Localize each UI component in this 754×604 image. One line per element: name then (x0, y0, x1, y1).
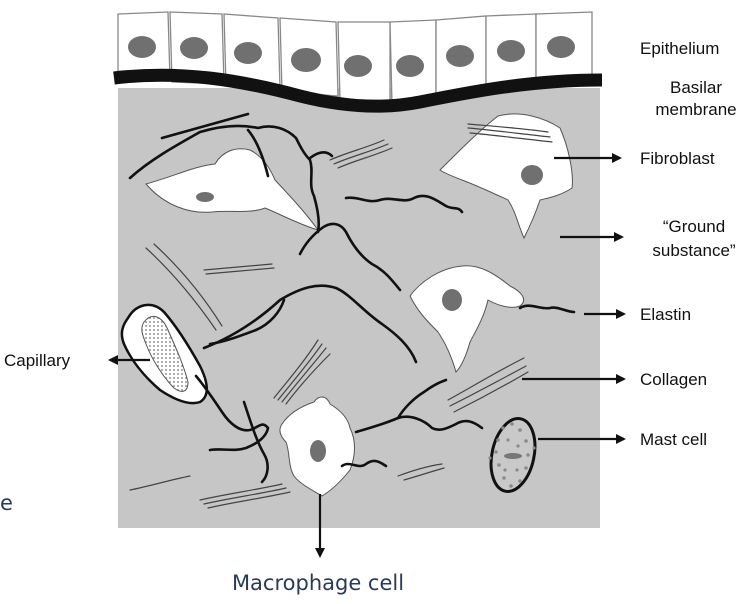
fibroblast-nucleus (196, 192, 214, 202)
epithelial-cell (169, 11, 225, 85)
epithelial-cell (435, 15, 487, 99)
label-capillary: Capillary (4, 351, 71, 370)
mast-cell (488, 417, 537, 493)
label-epithelium: Epithelium (640, 39, 719, 58)
label-mast-cell: Mast cell (640, 430, 707, 449)
collagen-fibers (129, 123, 553, 509)
capillary-vessel (120, 303, 208, 405)
label-ground-line2: substance” (652, 241, 735, 260)
label-basilar-line2: membrane (655, 100, 736, 119)
fibroblast-cell-center (409, 265, 525, 373)
macrophage-nucleus (310, 440, 326, 462)
label-collagen: Collagen (640, 370, 707, 389)
basilar-membrane (113, 68, 603, 113)
epithelium-layer (117, 11, 593, 105)
epithelial-cell (535, 11, 593, 85)
label-macrophage: Macrophage cell (232, 571, 404, 595)
label-ground-line1: “Ground (663, 217, 725, 236)
elastin-fibers (128, 112, 576, 484)
fibroblast-cell-left (145, 148, 320, 231)
cell-nucleus (442, 289, 462, 311)
label-basilar-line1: Basilar (670, 78, 722, 97)
epithelial-cell (279, 17, 339, 97)
fibroblast-cell-right (439, 113, 573, 240)
epithelial-cell (389, 19, 437, 105)
label-fibroblast: Fibroblast (640, 149, 715, 168)
label-elastin: Elastin (640, 305, 691, 324)
epithelial-cell (485, 13, 537, 91)
label-stray-letter: e (0, 491, 13, 515)
fibroblast-nucleus (521, 165, 543, 185)
epithelial-cell (337, 21, 391, 105)
label-arrows (108, 153, 626, 558)
